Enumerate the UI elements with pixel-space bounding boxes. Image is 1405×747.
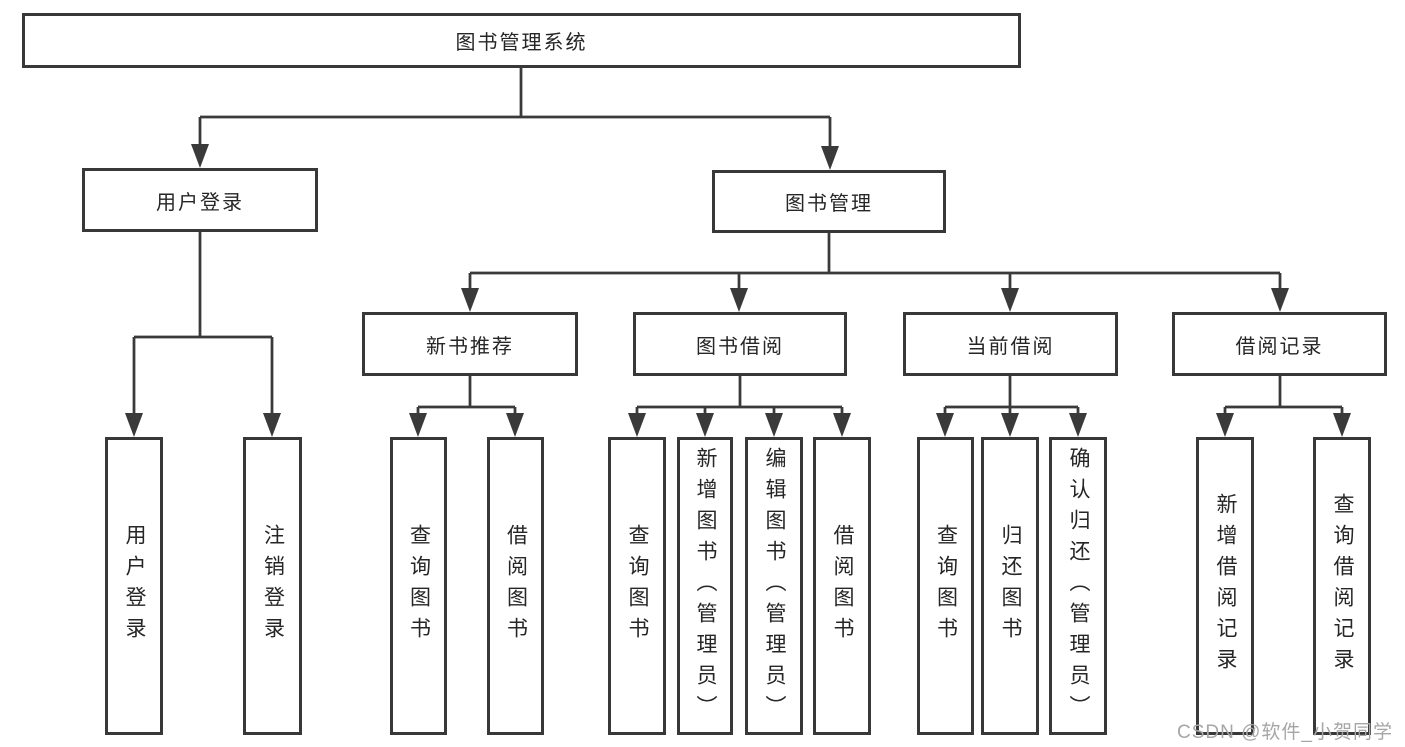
edge-user-login-to-leaves <box>132 232 274 415</box>
leaf-query-books-current: 查询图书 <box>917 437 974 735</box>
edge-current-borrow-to-leaves <box>943 376 1080 415</box>
leaf-add-books-admin: 新增图书（管理员） <box>677 437 733 735</box>
edge-root-to-level2 <box>198 68 832 148</box>
edge-borrow-record-to-leaves <box>1223 376 1344 415</box>
leaf-user-login: 用户登录 <box>105 437 163 735</box>
leaf-query-books-borrow: 查询图书 <box>608 437 666 735</box>
node-new-book-recommend: 新书推荐 <box>362 312 578 376</box>
edge-new-book-recommend-to-leaves <box>416 376 517 415</box>
node-root-system: 图书管理系统 <box>22 13 1021 68</box>
leaf-add-borrow-record: 新增借阅记录 <box>1196 437 1254 735</box>
leaf-logout: 注销登录 <box>243 437 302 735</box>
node-borrow-record: 借阅记录 <box>1172 312 1387 376</box>
node-current-borrow: 当前借阅 <box>903 312 1118 376</box>
leaf-confirm-return-admin: 确认归还（管理员） <box>1049 437 1107 735</box>
node-book-management: 图书管理 <box>712 170 946 233</box>
node-user-login: 用户登录 <box>82 168 318 232</box>
leaf-borrow-books-rec: 借阅图书 <box>487 437 544 735</box>
edge-book-borrow-to-leaves <box>635 376 844 415</box>
leaf-query-books-rec: 查询图书 <box>390 437 447 735</box>
node-book-borrow: 图书借阅 <box>633 312 847 376</box>
leaf-borrow-books: 借阅图书 <box>813 437 871 735</box>
leaf-query-borrow-record: 查询借阅记录 <box>1313 437 1371 735</box>
csdn-watermark: CSDN @软件_小贺同学 <box>1177 722 1393 743</box>
edge-book-management-to-level3 <box>468 233 1282 290</box>
leaf-edit-books-admin: 编辑图书（管理员） <box>745 437 803 735</box>
leaf-return-books: 归还图书 <box>981 437 1039 735</box>
